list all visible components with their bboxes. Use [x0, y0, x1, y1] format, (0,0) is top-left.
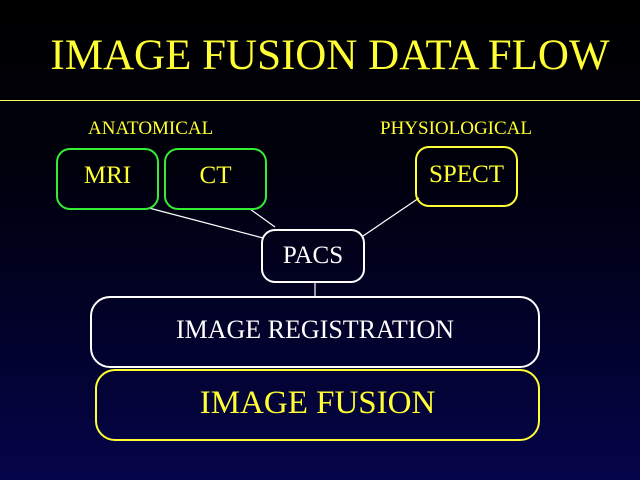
ct-node-label: CT [199, 162, 232, 189]
pacs-node: PACS [261, 229, 365, 283]
pacs-node-label: PACS [282, 242, 344, 269]
physiological-group-label: PHYSIOLOGICAL [380, 118, 532, 139]
title-divider [0, 100, 640, 101]
mri-node-label: MRI [83, 162, 132, 189]
edge-spect-to-pacs [362, 197, 420, 237]
image-registration-node: IMAGE REGISTRATION [90, 296, 540, 368]
image-fusion-label: IMAGE FUSION [199, 384, 436, 421]
edge-mri-to-pacs [148, 207, 264, 239]
edge-ct-to-pacs [249, 208, 276, 228]
ct-node: CT [164, 148, 267, 210]
spect-node: SPECT [415, 146, 518, 207]
anatomical-group-label: ANATOMICAL [88, 118, 214, 139]
slide-title: IMAGE FUSION DATA FLOW [50, 32, 610, 79]
image-fusion-node: IMAGE FUSION [95, 369, 540, 441]
image-registration-label: IMAGE REGISTRATION [175, 315, 455, 344]
mri-node: MRI [56, 148, 159, 210]
spect-node-label: SPECT [428, 160, 505, 188]
